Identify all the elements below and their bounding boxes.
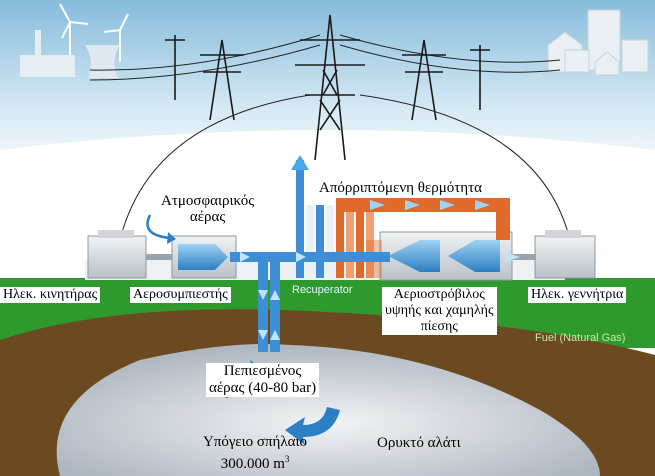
recuperator-label: Recuperator [292,284,353,296]
rock-salt-label: Ορυκτό αλάτι [377,435,461,451]
turbine-label: Αεριοστρόβιλος υψηής και χαμηλής πίεσης [382,287,497,335]
recuperator [296,160,374,278]
motor-label: Ηλεκ. κινητήρας [0,287,101,303]
waste-heat-label: Απόρριπτόμενη θερμότητα [319,180,483,196]
fuel-label: Fuel (Natural Gas) [535,332,626,344]
compressed-air-label: Πεπιεσμένος αέρας (40-80 bar) [206,363,320,397]
generator [534,235,596,279]
compressor-label: Αεροσυμπιεστής [130,287,231,303]
cavern-label: Υπόγειο σπήλαιο 300.000 m3 [203,434,308,472]
motor [87,235,147,279]
atmospheric-air-label: Ατμοσφαιρικός αέρας [161,193,255,225]
generator-label: Ηλεκ. γεννήτρια [528,287,627,303]
wind-turbine-icon [59,3,129,62]
houses-icon [547,9,649,76]
pylon-icon [165,14,490,161]
